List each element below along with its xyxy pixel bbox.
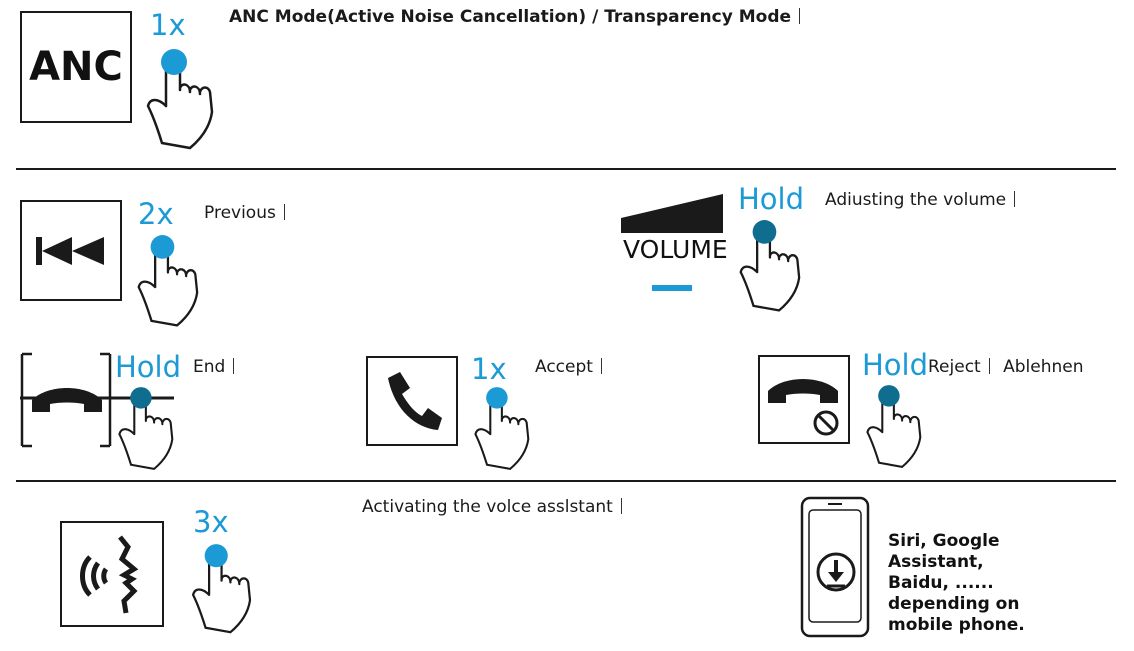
note-line: mobile phone.	[888, 615, 1025, 635]
divider-bar	[600, 358, 602, 374]
section-divider-1	[16, 168, 1116, 170]
note-line: Assistant,	[888, 552, 984, 572]
previous-description-text: Previous	[204, 203, 276, 223]
previous-track-glyph	[36, 237, 104, 265]
note-line: Baidu, ......	[888, 573, 994, 593]
reject-description: Reject Ablehnen	[928, 358, 1084, 376]
previous-tap-hand-icon	[137, 235, 199, 327]
end-description-text: End	[193, 357, 226, 377]
reject-description-german: Ablehnen	[1003, 357, 1084, 377]
reject-press-count: Hold	[862, 348, 929, 382]
divider-bar	[620, 498, 622, 514]
volume-description: Adiusting the volume	[825, 190, 1016, 210]
voice-description: Activating the volce asslstant	[362, 498, 622, 516]
volume-description-text: Adiusting the volume	[825, 190, 1007, 210]
volume-press-count: Hold	[738, 182, 805, 216]
end-press-count: Hold	[115, 350, 182, 384]
previous-description: Previous	[204, 204, 285, 222]
volume-tap-hand-icon	[739, 220, 801, 312]
voice-tap-hand-icon	[191, 544, 252, 634]
anc-icon: ANC	[20, 11, 132, 123]
phone-accept-glyph	[388, 372, 442, 430]
volume-icon-text: VOLUME	[623, 235, 728, 264]
phone-accept-icon	[366, 356, 458, 446]
anc-description-text: ANC Mode(Active Noise Cancellation) / Tr…	[229, 7, 792, 27]
mobile-phone-download-icon	[800, 496, 870, 638]
note-line: Siri, Google	[888, 531, 1000, 551]
voice-assistant-note: Siri, Google Assistant, Baidu, ...... de…	[888, 531, 1025, 636]
end-tap-hand-icon	[118, 387, 174, 470]
end-description: End	[193, 357, 235, 377]
anc-description: ANC Mode(Active Noise Cancellation) / Tr…	[229, 7, 801, 27]
anc-tap-hand-icon	[146, 49, 214, 150]
accept-press-count: 1x	[471, 352, 507, 386]
anc-icon-text: ANC	[29, 44, 123, 90]
divider-bar	[233, 358, 235, 374]
previous-track-icon	[20, 200, 122, 301]
section-divider-2	[16, 480, 1116, 482]
phone-reject-icon	[758, 355, 850, 444]
reject-tap-hand-icon	[866, 385, 922, 468]
voice-description-text: Activating the volce asslstant	[362, 497, 613, 517]
voice-assistant-glyph	[80, 535, 139, 614]
note-line: depending on	[888, 594, 1020, 614]
voice-assistant-icon	[60, 521, 164, 627]
phone-reject-glyph	[768, 379, 839, 436]
accept-description: Accept	[535, 358, 602, 376]
previous-press-count: 2x	[138, 197, 174, 231]
volume-wedge-icon	[621, 194, 723, 233]
accept-description-text: Accept	[535, 357, 593, 377]
divider-bar	[283, 204, 285, 220]
divider-bar	[988, 358, 990, 374]
divider-bar	[1014, 191, 1016, 207]
volume-minus-icon	[652, 285, 692, 291]
anc-press-count: 1x	[150, 8, 186, 42]
accept-tap-hand-icon	[474, 387, 530, 470]
divider-bar	[799, 8, 801, 24]
reject-description-text: Reject	[928, 357, 981, 377]
voice-press-count: 3x	[193, 505, 229, 539]
